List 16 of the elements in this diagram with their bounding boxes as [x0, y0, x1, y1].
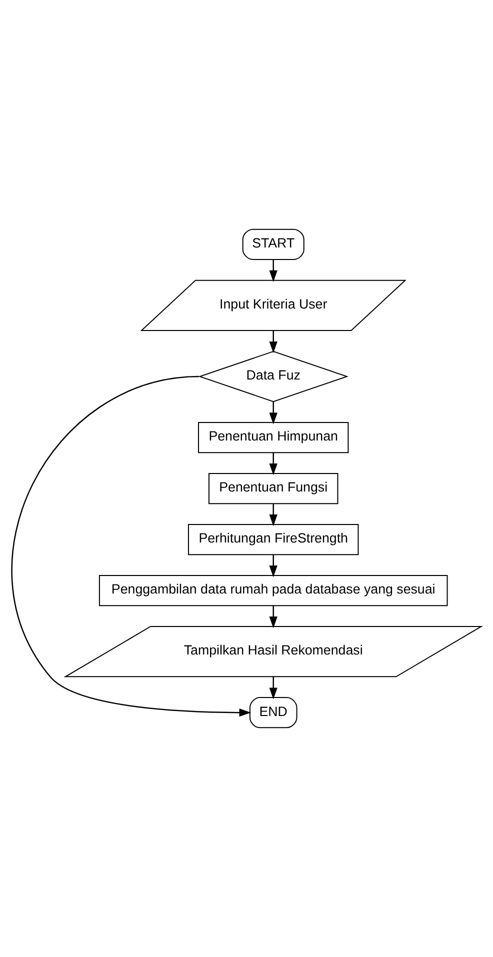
arrow — [269, 554, 278, 578]
node-box: Perhitungan FireStrength — [188, 524, 359, 556]
arrow — [269, 452, 278, 476]
node-box: Penentuan Fungsi — [208, 472, 338, 504]
node-box: Penggambilan data rumah pada database yang sesuai — [98, 574, 448, 606]
node-box: START — [242, 228, 304, 260]
arrow — [269, 260, 278, 282]
arrow — [269, 402, 278, 424]
arrow — [12, 376, 251, 717]
arrow — [269, 504, 278, 526]
node-box: Penentuan Himpunan — [198, 422, 349, 454]
arrow — [269, 676, 278, 700]
arrow — [269, 330, 278, 354]
arrow — [269, 606, 278, 628]
node-diamond: Data Fuz — [198, 350, 348, 402]
node-box: END — [249, 697, 298, 728]
